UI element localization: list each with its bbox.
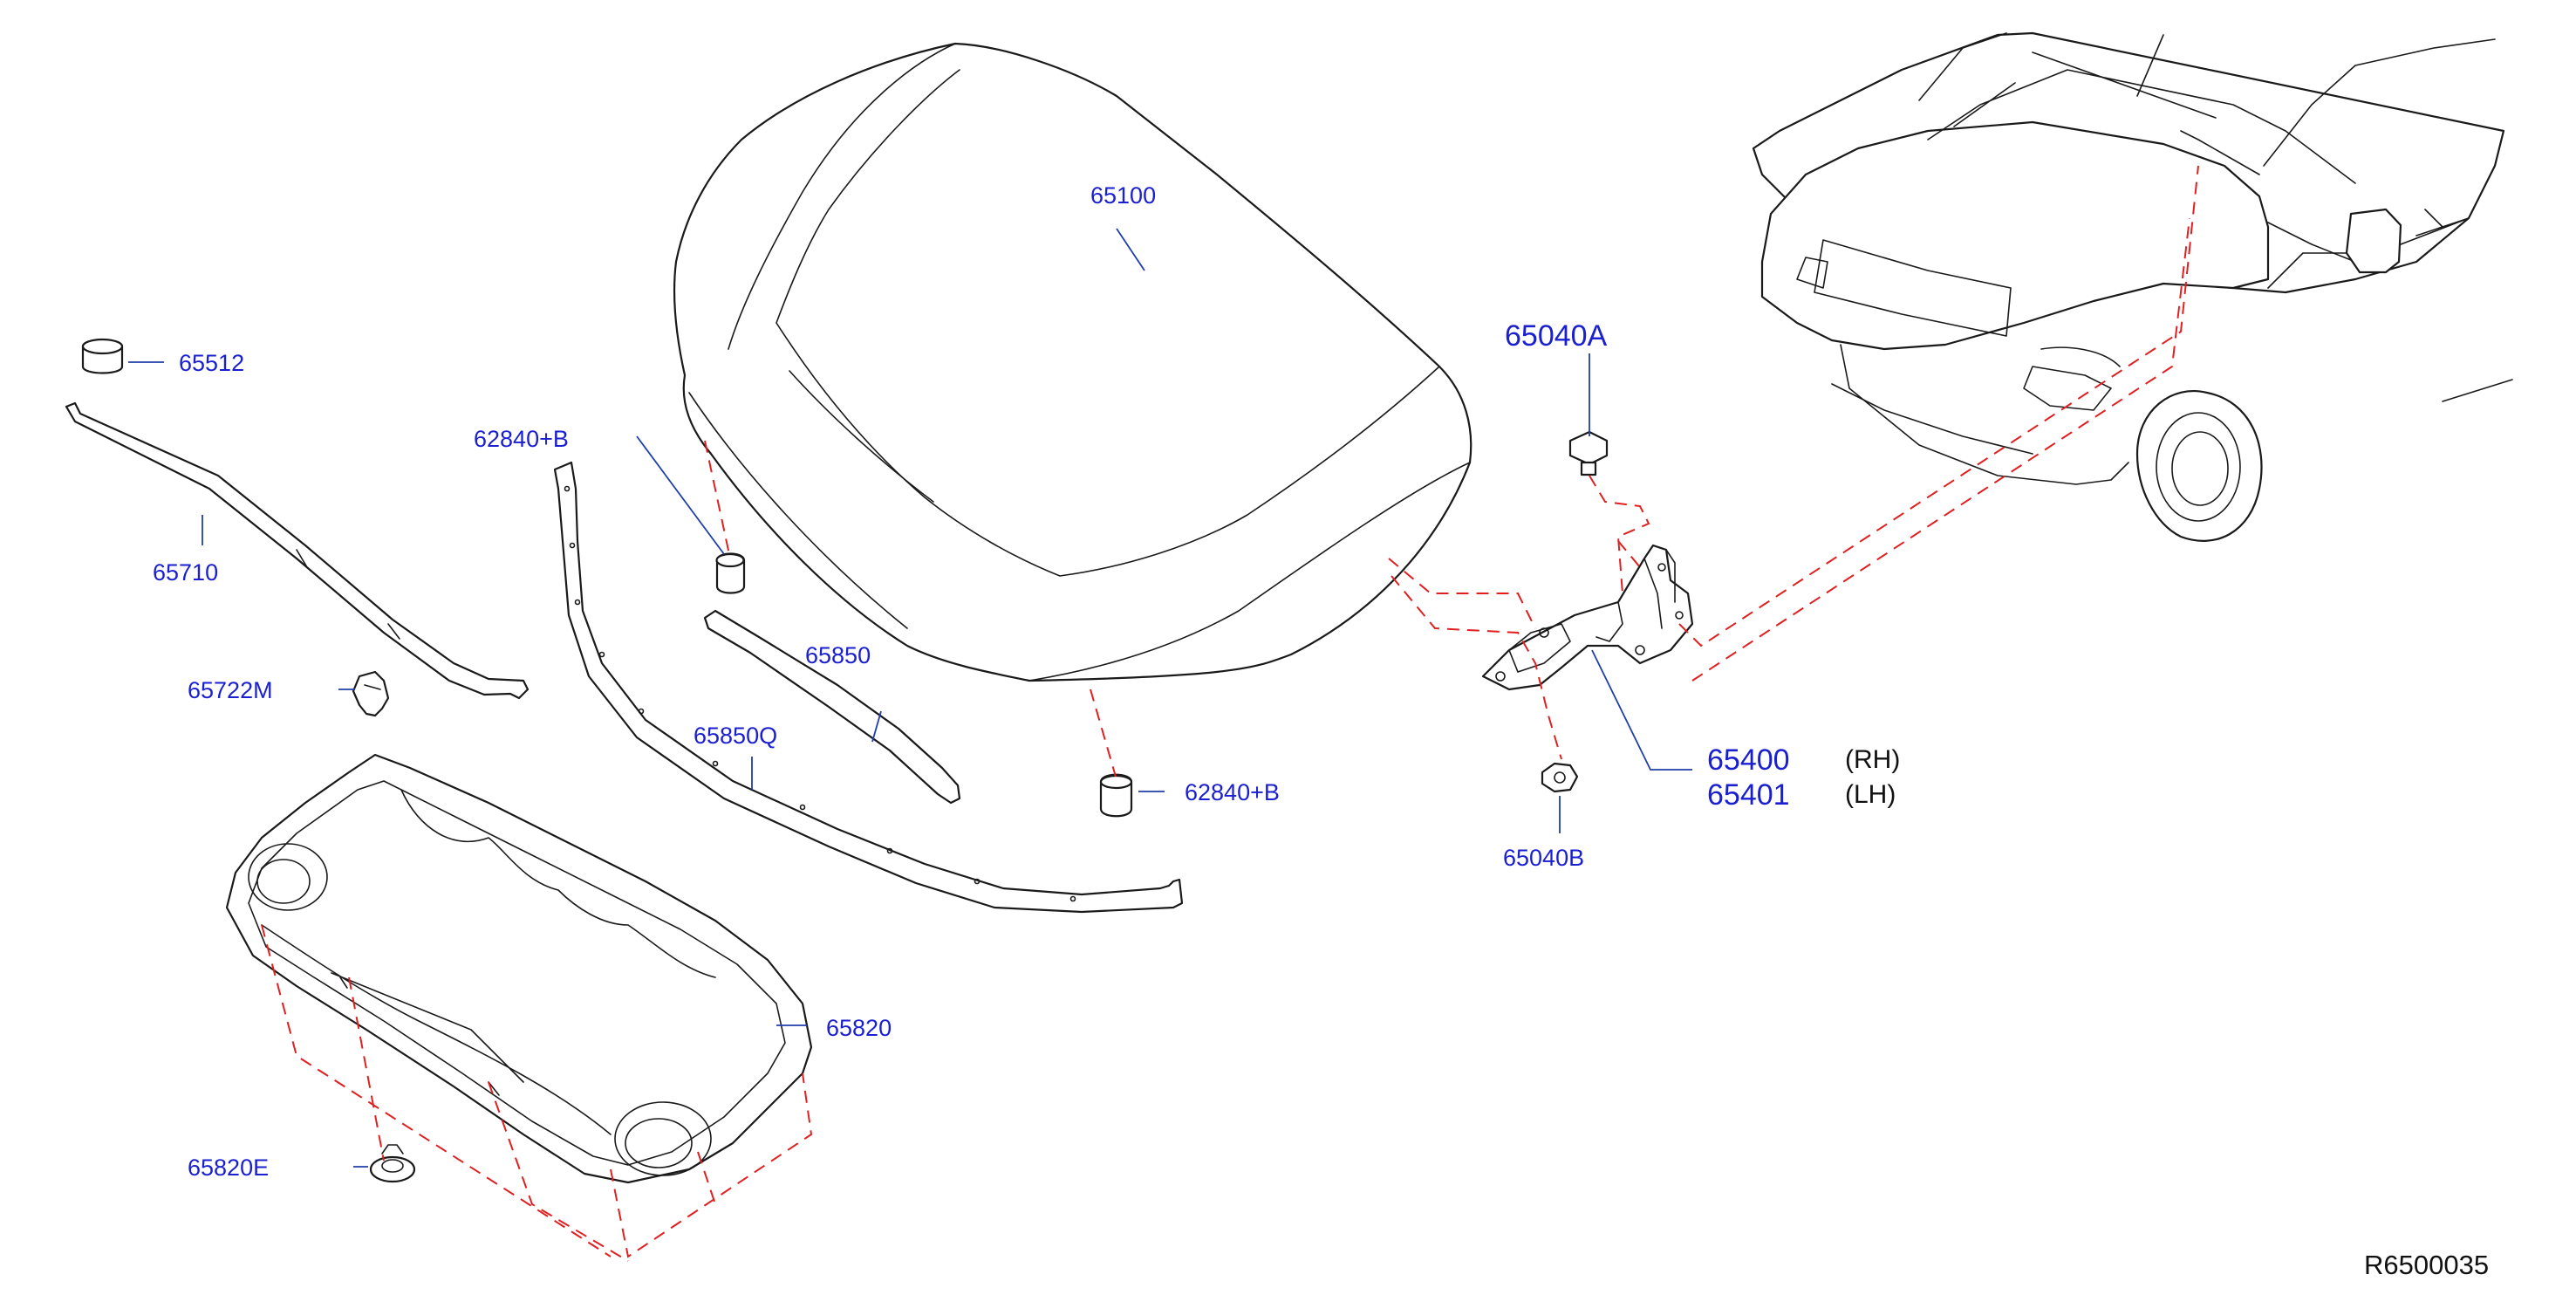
label-65040a: 65040A bbox=[1505, 319, 1608, 353]
label-65400: 65400 bbox=[1707, 743, 1790, 777]
label-65512: 65512 bbox=[179, 350, 244, 376]
hood-panel bbox=[673, 42, 1472, 682]
hood-seal-65850 bbox=[703, 609, 961, 805]
bolt-65040a bbox=[1568, 430, 1609, 476]
label-65040b: 65040B bbox=[1503, 845, 1584, 871]
vehicle-outline bbox=[1752, 31, 2513, 542]
rod-clip-65722m bbox=[352, 670, 390, 717]
hood-insulator-65820 bbox=[225, 753, 813, 1184]
label-65722m: 65722M bbox=[188, 677, 273, 703]
phantom-lines bbox=[261, 165, 2199, 1262]
label-62840b-top: 62840+B bbox=[474, 426, 569, 452]
label-65710: 65710 bbox=[153, 559, 218, 586]
label-65850q: 65850Q bbox=[694, 723, 777, 749]
leader-lines bbox=[128, 228, 1692, 1168]
label-65820: 65820 bbox=[826, 1015, 892, 1041]
hood-support-rod bbox=[65, 401, 530, 700]
label-62840b-bottom: 62840+B bbox=[1185, 779, 1280, 805]
label-65850: 65850 bbox=[805, 642, 871, 668]
nut-65040b bbox=[1541, 762, 1579, 793]
bumper-62840b-bottom bbox=[1099, 773, 1133, 818]
label-rh: (RH) bbox=[1845, 745, 1900, 774]
label-65100: 65100 bbox=[1090, 182, 1156, 209]
clip-65820e bbox=[369, 1144, 416, 1183]
grommet-65512 bbox=[81, 338, 124, 374]
label-65401: 65401 bbox=[1707, 778, 1790, 812]
hood-front-seal-65850q bbox=[553, 461, 1184, 914]
hood-hinge bbox=[1481, 544, 1694, 691]
reference-code: R6500035 bbox=[2364, 1250, 2489, 1280]
bumper-62840b-top bbox=[715, 552, 746, 594]
label-65820e: 65820E bbox=[188, 1155, 269, 1181]
label-lh: (LH) bbox=[1845, 780, 1896, 809]
